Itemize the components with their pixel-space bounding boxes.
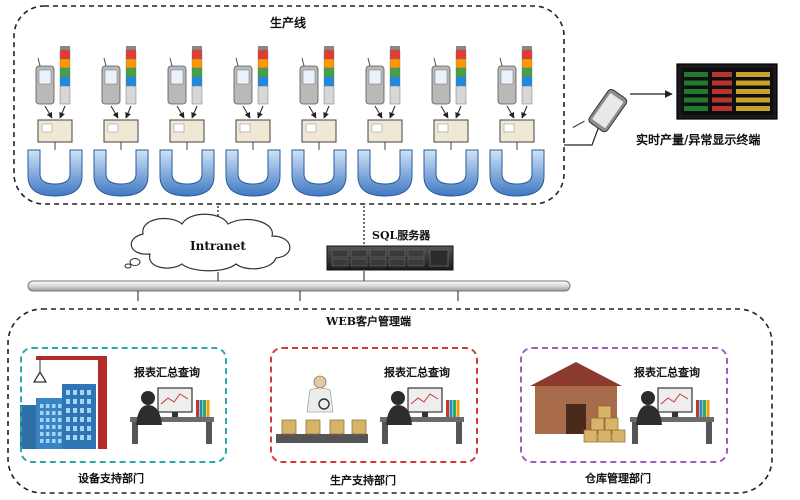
u-line-icon xyxy=(159,149,215,197)
u-line-icon xyxy=(357,149,413,197)
signal-tower-icon xyxy=(324,46,334,50)
intranet-label: Intranet xyxy=(190,239,246,253)
production-station xyxy=(423,46,479,197)
sql-server-label: SQL服务器 xyxy=(372,229,431,242)
production-station xyxy=(93,46,149,197)
operator-desk-icon xyxy=(130,387,214,444)
production-station xyxy=(489,46,545,197)
signal-tower-icon xyxy=(390,46,400,50)
production-station xyxy=(159,46,215,197)
web-client-title: WEB客户管理端 xyxy=(326,315,412,328)
signal-tower-icon xyxy=(60,46,70,50)
network-bus xyxy=(27,280,571,292)
u-line-icon xyxy=(225,149,281,197)
signal-tower-icon xyxy=(192,46,202,50)
sql-server-icon xyxy=(326,245,454,271)
dept-report-label-3: 报表汇总查询 xyxy=(634,366,700,379)
terminal-label: 实时产量/异常显示终端 xyxy=(636,133,761,147)
production-station xyxy=(357,46,413,197)
dept-report-label-2: 报表汇总查询 xyxy=(384,366,450,379)
u-line-icon xyxy=(291,149,347,197)
dept-box-production xyxy=(270,347,478,463)
u-line-icon xyxy=(423,149,479,197)
production-station xyxy=(225,46,281,197)
inspection-worker-icon xyxy=(276,375,368,443)
dept-box-warehouse xyxy=(520,347,728,463)
operator-desk-icon xyxy=(380,387,464,444)
u-line-icon xyxy=(489,149,545,197)
signal-tower-icon xyxy=(456,46,466,50)
signal-tower-icon xyxy=(258,46,268,50)
u-line-icon xyxy=(93,149,149,197)
production-station xyxy=(27,46,83,197)
dept-box-equipment xyxy=(20,347,227,463)
dept-name-2: 生产支持部门 xyxy=(330,474,396,487)
operator-desk-icon xyxy=(630,387,714,444)
production-line-container xyxy=(13,5,565,205)
display-terminal-icon xyxy=(676,63,778,120)
dept-name-3: 仓库管理部门 xyxy=(585,472,651,485)
signal-tower-icon xyxy=(522,46,532,50)
dept-name-1: 设备支持部门 xyxy=(78,472,144,485)
production-line-title: 生产线 xyxy=(270,16,307,30)
u-line-icon xyxy=(27,149,83,197)
signal-tower-icon xyxy=(126,46,136,50)
crane-buildings-icon xyxy=(20,356,107,449)
warehouse-icon xyxy=(530,362,626,443)
tablet-icon xyxy=(572,88,628,133)
cloud-icon xyxy=(124,213,291,272)
dept-report-label-1: 报表汇总查询 xyxy=(134,366,200,379)
production-station xyxy=(291,46,347,197)
